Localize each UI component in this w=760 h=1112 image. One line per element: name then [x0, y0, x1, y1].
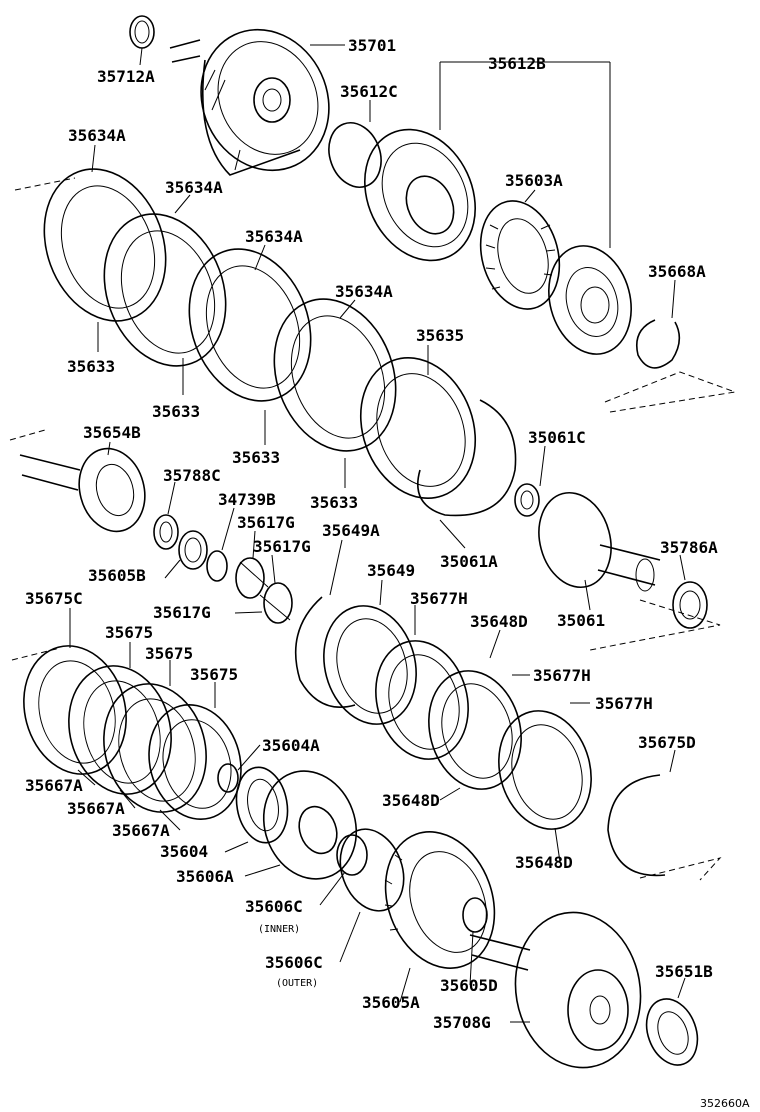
- label-35603A: 35603A: [505, 171, 563, 190]
- part-35612B-piston: [364, 128, 476, 262]
- part-35605A-drum: [384, 831, 496, 969]
- label-35675-2: 35675: [145, 644, 193, 663]
- label-35675-1: 35675: [105, 623, 153, 642]
- label-35633-3: 35633: [232, 448, 280, 467]
- label-35677H-1: 35677H: [410, 589, 468, 608]
- label-35668A: 35668A: [648, 262, 706, 281]
- label-35712A: 35712A: [97, 67, 155, 86]
- label-35633-4: 35633: [310, 493, 358, 512]
- part-35605B-bearing: [178, 530, 208, 570]
- part-35061C-washer: [514, 483, 540, 517]
- label-35633-1: 35633: [67, 357, 115, 376]
- label-35604: 35604: [160, 842, 208, 861]
- label-35617G-1: 35617G: [237, 513, 295, 532]
- part-35612B-hub: [548, 245, 632, 355]
- part-35603A-clutch: [479, 200, 561, 310]
- label-35648D-1: 35648D: [470, 612, 528, 631]
- part-35612C-oring: [328, 122, 382, 188]
- label-35061C: 35061C: [528, 428, 586, 447]
- label-35708G: 35708G: [433, 1013, 491, 1032]
- label-35617G-3: 35617G: [153, 603, 211, 622]
- part-35604A-ring: [217, 763, 239, 793]
- label-35635: 35635: [416, 326, 464, 345]
- label-35648D-2: 35648D: [382, 791, 440, 810]
- label-35634A-3: 35634A: [245, 227, 303, 246]
- label-35675D: 35675D: [638, 733, 696, 752]
- label-35612C: 35612C: [340, 82, 398, 101]
- label-35606A: 35606A: [176, 867, 234, 886]
- part-35606C-inner-oring: [336, 834, 368, 876]
- label-35654B: 35654B: [83, 423, 141, 442]
- part-35649A-snapring: [294, 596, 356, 709]
- label-35606C-inner: 35606C: [245, 897, 303, 916]
- label-35606C-outer: 35606C: [265, 953, 323, 972]
- label-35667A-3: 35667A: [112, 821, 170, 840]
- label-35061A: 35061A: [440, 552, 498, 571]
- label-35648D-3: 35648D: [515, 853, 573, 872]
- label-35633-2: 35633: [152, 402, 200, 421]
- label-35634A-2: 35634A: [165, 178, 223, 197]
- part-34739B-ring: [206, 550, 228, 582]
- label-35649: 35649: [367, 561, 415, 580]
- label-34739B: 34739B: [218, 490, 276, 509]
- label-35634A-1: 35634A: [68, 126, 126, 145]
- label-35675-3: 35675: [190, 665, 238, 684]
- part-35786A-washer: [672, 581, 708, 629]
- clutch-pack-lower-left: [23, 645, 242, 821]
- part-35675D-snapring: [607, 774, 666, 877]
- part-35617G-bushing: [235, 557, 293, 624]
- label-35605B: 35605B: [88, 566, 146, 585]
- label-35788C: 35788C: [163, 466, 221, 485]
- part-35788C-washer: [153, 514, 179, 550]
- part-35061-sungear: [538, 491, 661, 592]
- label-35061: 35061: [557, 611, 605, 630]
- label-35677H-3: 35677H: [595, 694, 653, 713]
- clutch-pack-upper: [43, 168, 517, 517]
- label-35605D: 35605D: [440, 976, 498, 995]
- clutch-pack-lower-right: [323, 605, 592, 830]
- label-35617G-2: 35617G: [253, 537, 311, 556]
- label-inner: (INNER): [258, 924, 300, 935]
- label-35667A-2: 35667A: [67, 799, 125, 818]
- label-35605A: 35605A: [362, 993, 420, 1012]
- label-35667A-1: 35667A: [25, 776, 83, 795]
- part-labels: 35712A 35701 35612B 35612C 35634A 35634A…: [25, 36, 718, 1032]
- label-35675C: 35675C: [25, 589, 83, 608]
- part-35606A-piston: [262, 770, 358, 880]
- part-35712A-ring: [129, 15, 155, 49]
- label-35604A: 35604A: [262, 736, 320, 755]
- part-35605D-ring: [462, 897, 488, 933]
- part-35668A-snapring: [636, 319, 681, 369]
- part-35651B-bearing: [645, 998, 699, 1066]
- part-35708G-carrier: [469, 911, 642, 1069]
- label-35649A: 35649A: [322, 521, 380, 540]
- label-35677H-2: 35677H: [533, 666, 591, 685]
- label-35786A: 35786A: [660, 538, 718, 557]
- part-35606C-outer-oring: [339, 828, 405, 912]
- label-35634A-4: 35634A: [335, 282, 393, 301]
- part-35654B-shaft: [19, 447, 146, 533]
- label-35651B: 35651B: [655, 962, 713, 981]
- leader-lines: [69, 44, 686, 1023]
- part-35701-drum: [169, 28, 330, 176]
- label-35612B: 35612B: [488, 54, 546, 73]
- label-35701: 35701: [348, 36, 396, 55]
- label-outer: (OUTER): [276, 978, 318, 989]
- footer-code: 352660A: [700, 1097, 750, 1110]
